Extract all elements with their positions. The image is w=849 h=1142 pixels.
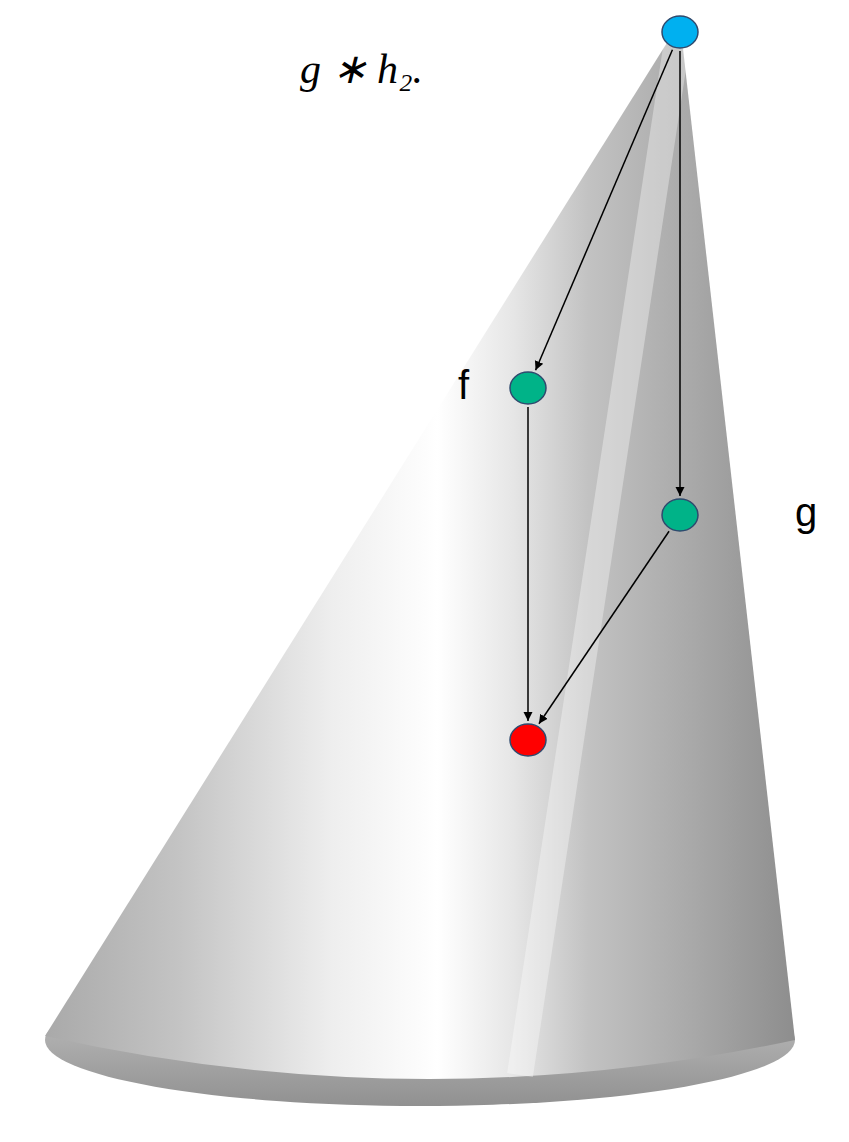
node-circle	[661, 15, 699, 49]
cone-surface	[45, 22, 795, 1079]
graph-node	[661, 15, 699, 49]
formula-text: g ∗ h₂.	[300, 48, 423, 90]
graph-node	[509, 723, 547, 757]
node-circle	[661, 498, 699, 532]
node-circle	[509, 371, 547, 405]
arrow-connector	[527, 407, 529, 721]
cone-highlight	[520, 22, 680, 1075]
graph-node: g	[661, 498, 699, 532]
node-label: g	[795, 492, 817, 532]
node-label: f	[458, 365, 469, 405]
arrow-connector	[679, 51, 681, 496]
node-circle	[509, 723, 547, 757]
arrow-connector	[539, 531, 669, 724]
graph-node: f	[509, 371, 547, 405]
arrow-connector	[536, 50, 673, 371]
